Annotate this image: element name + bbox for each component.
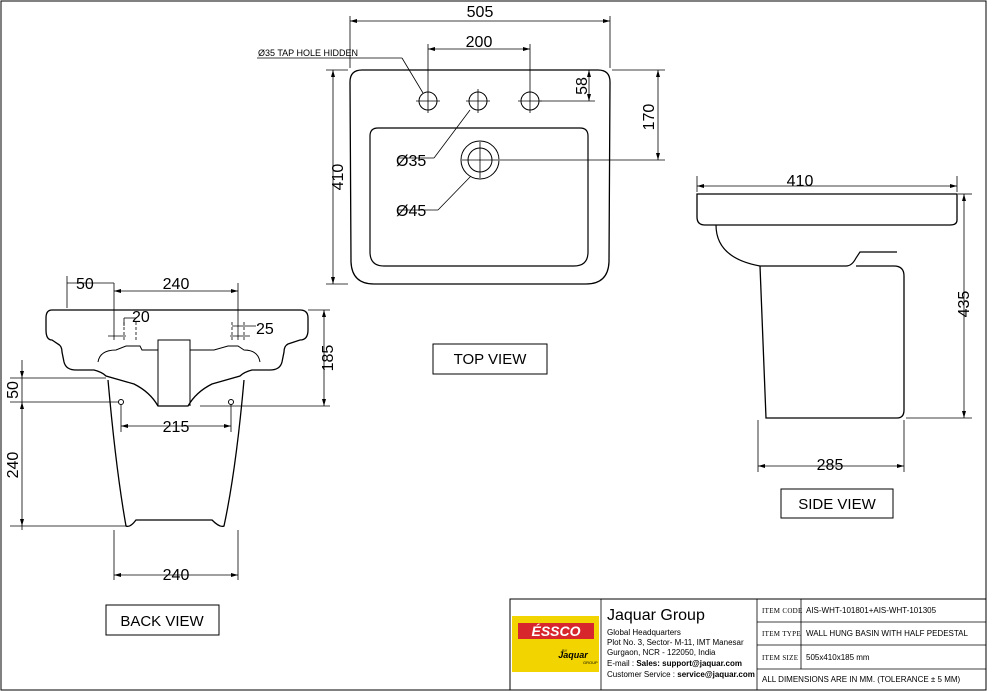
back-view-center-block: [157, 340, 191, 407]
top-view-label: TOP VIEW: [454, 351, 528, 368]
svg-text:BY: BY: [562, 648, 568, 653]
back-view-basin-detail: [97, 339, 261, 363]
side-view-label-box: [780, 488, 894, 519]
back-view-label: BACK VIEW: [120, 613, 204, 630]
tap-hole-center: [466, 89, 490, 113]
email-line: E-mail : Sales: support@jaquar.com: [607, 659, 742, 668]
side-view-basin: [696, 193, 958, 226]
item-size-value: 505x410x185 mm: [806, 653, 870, 662]
back-view-basin: [45, 309, 309, 407]
hq-label: Global Headquarters: [607, 628, 681, 637]
side-view-pedestal: [759, 265, 905, 419]
dim-240-bottom: 240: [163, 567, 190, 584]
top-view-label-box: [432, 343, 548, 375]
dim-50-left: 50: [5, 381, 22, 399]
dim-50-top: 50: [76, 276, 94, 293]
tolerance-note: ALL DIMENSIONS ARE IN MM. (TOLERANCE ± 5…: [762, 675, 961, 684]
back-view-label-box: [105, 604, 220, 636]
label-waste-dia: Ø45: [396, 203, 426, 220]
title-block: ÉSSCO BY Jaquar GROUP Jaquar Group Globa…: [509, 598, 987, 691]
dim-58: 58: [574, 77, 591, 95]
service-line: Customer Service : service@jaquar.com: [607, 670, 755, 679]
dim-20: 20: [132, 309, 150, 326]
svg-text:GROUP: GROUP: [583, 660, 598, 665]
svg-text:Jaquar: Jaquar: [558, 650, 588, 660]
tap-hole-right: [518, 89, 542, 113]
dim-25: 25: [256, 321, 274, 338]
dim-240-top: 240: [163, 276, 190, 293]
dim-240-left: 240: [5, 452, 22, 479]
waste-outlet: [460, 140, 500, 180]
tap-hole-left: [416, 89, 440, 113]
label-tap-dia: Ø35: [396, 153, 426, 170]
item-type-label: ITEM TYPE: [762, 630, 801, 638]
dim-185: 185: [320, 345, 337, 372]
dim-410-side: 410: [787, 173, 814, 190]
fixing-hole-right: [228, 399, 234, 405]
fixing-hole-left: [118, 399, 124, 405]
top-view-bowl: [369, 127, 589, 267]
address-line-2: Gurgaon, NCR - 122050, India: [607, 648, 716, 657]
side-view-label: SIDE VIEW: [798, 496, 876, 513]
side-view-basin-underside: [715, 224, 897, 267]
dim-505: 505: [467, 4, 494, 21]
dim-215: 215: [163, 419, 190, 436]
essco-logo: ÉSSCO BY Jaquar GROUP: [512, 616, 599, 672]
item-size-label: ITEM SIZE: [762, 654, 798, 662]
side-view: 410 435 285 SIDE VIEW: [696, 173, 973, 519]
item-code-value: AIS-WHT-101801+AIS-WHT-101305: [806, 606, 937, 615]
item-type-value: WALL HUNG BASIN WITH HALF PEDESTAL: [806, 629, 969, 638]
top-view-basin-outer: [349, 69, 611, 285]
svg-text:ÉSSCO: ÉSSCO: [531, 623, 580, 639]
dim-435: 435: [956, 291, 973, 318]
label-tap-hole-hidden: Ø35 TAP HOLE HIDDEN: [258, 48, 358, 58]
item-code-label: ITEM CODE: [762, 607, 803, 615]
dim-170: 170: [641, 104, 658, 131]
address-line-1: Plot No. 3, Sector- M-11, IMT Manesar: [607, 638, 744, 647]
back-view: 50 240 20 25 185 50 240 215: [5, 276, 337, 636]
dim-200: 200: [466, 34, 493, 51]
dim-285: 285: [817, 457, 844, 474]
top-view: 505 200 Ø35 TAP HOLE HIDDEN 58 170 410 Ø…: [257, 4, 665, 375]
company-name: Jaquar Group: [607, 607, 705, 624]
dim-410-top: 410: [330, 164, 347, 191]
back-view-pedestal: [107, 379, 245, 528]
